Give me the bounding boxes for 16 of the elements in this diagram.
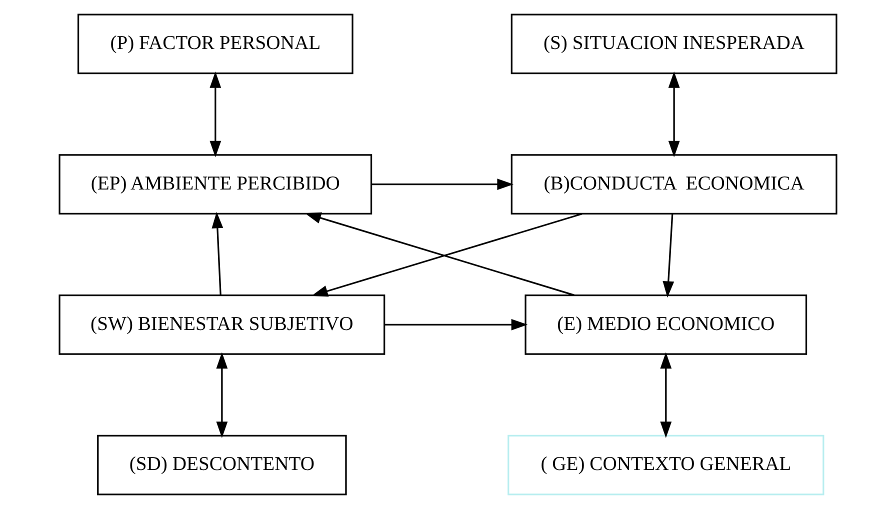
arrow bbox=[660, 352, 672, 438]
node-box: (P) FACTOR PERSONAL bbox=[76, 14, 353, 74]
node-box: ( GE) CONTEXTO GENERAL bbox=[507, 434, 824, 496]
node-box: (S) SITUACION INESPERADA bbox=[510, 14, 837, 74]
arrow bbox=[216, 352, 228, 438]
arrow bbox=[211, 212, 223, 296]
node-box: (B)CONDUCTA ECONOMICA bbox=[510, 154, 837, 214]
node-box: (EP) AMBIENTE PERCIBIDO bbox=[58, 154, 372, 214]
node-box: (SD) DESCONTENTO bbox=[96, 434, 346, 496]
arrow bbox=[384, 318, 528, 330]
arrow bbox=[662, 214, 674, 298]
arrow bbox=[209, 72, 221, 158]
arrow bbox=[371, 178, 514, 190]
arrow bbox=[668, 72, 680, 158]
node-box: (SW) BIENESTAR SUBJETIVO bbox=[58, 294, 385, 355]
node-box: (E) MEDIO ECONOMICO bbox=[524, 294, 807, 355]
